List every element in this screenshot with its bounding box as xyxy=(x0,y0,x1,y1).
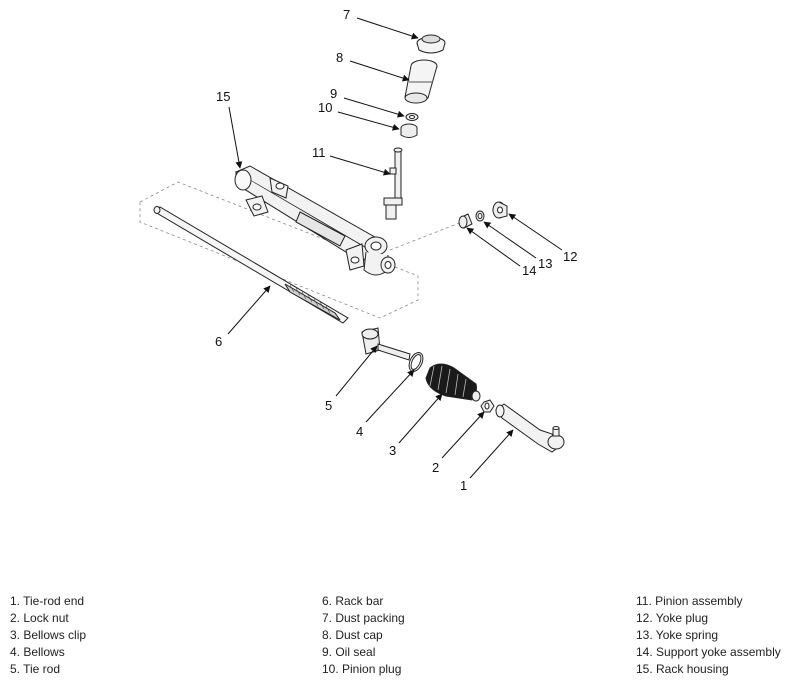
steering-gear-exploded-diagram: 7 8 9 10 11 15 6 5 4 3 2 1 12 13 14 xyxy=(139,7,577,493)
rack-housing-part xyxy=(234,165,396,276)
callout-9: 9 xyxy=(330,86,337,101)
pinion-assembly-part xyxy=(383,147,403,220)
lock-nut-part xyxy=(480,399,495,413)
rack-assembly-outline xyxy=(139,181,463,319)
pinion-plug-part xyxy=(400,123,418,138)
yoke-spring-part xyxy=(475,210,485,222)
callout-13: 13 xyxy=(538,256,552,271)
callout-7: 7 xyxy=(343,7,350,22)
legend-item: 14. Support yoke assembly xyxy=(636,645,781,659)
support-yoke-part xyxy=(458,213,473,229)
legend-column-2: 6. Rack bar 7. Dust packing 8. Dust cap … xyxy=(322,593,405,678)
dust-cap-part xyxy=(404,59,438,104)
rack-bar-part xyxy=(153,206,349,324)
legend-item: 4. Bellows xyxy=(10,645,65,659)
legend-item: 9. Oil seal xyxy=(322,645,376,659)
yoke-plug-part xyxy=(492,201,508,219)
legend-item: 3. Bellows clip xyxy=(10,628,87,642)
callout-8: 8 xyxy=(336,50,343,65)
callout-11: 11 xyxy=(312,145,326,160)
legend-item: 12. Yoke plug xyxy=(636,611,709,625)
legend-item: 8. Dust cap xyxy=(322,628,383,642)
legend-item: 2. Lock nut xyxy=(10,611,69,625)
legend-item: 7. Dust packing xyxy=(322,611,405,625)
callout-14: 14 xyxy=(522,263,536,278)
callout-leaders xyxy=(227,17,563,479)
callout-6: 6 xyxy=(215,334,222,349)
legend-item: 10. Pinion plug xyxy=(322,662,402,676)
legend-column-1: 1. Tie-rod end 2. Lock nut 3. Bellows cl… xyxy=(10,593,86,678)
legend-item: 11. Pinion assembly xyxy=(636,594,743,608)
oil-seal-part xyxy=(405,113,419,121)
callout-10: 10 xyxy=(318,100,332,115)
callout-15: 15 xyxy=(216,89,230,104)
legend-item: 13. Yoke spring xyxy=(636,628,719,642)
legend-item: 15. Rack housing xyxy=(636,662,729,676)
callout-12: 12 xyxy=(563,249,577,264)
tie-rod-end-part xyxy=(495,403,565,453)
legend-column-3: 11. Pinion assembly 12. Yoke plug 13. Yo… xyxy=(636,593,781,678)
callout-5: 5 xyxy=(325,398,332,413)
callout-2: 2 xyxy=(432,460,439,475)
legend-item: 6. Rack bar xyxy=(322,594,384,608)
dust-packing-part xyxy=(416,34,446,54)
callout-1: 1 xyxy=(460,478,467,493)
legend-item: 1. Tie-rod end xyxy=(10,594,85,608)
bellows-part xyxy=(425,363,481,402)
callout-3: 3 xyxy=(389,443,396,458)
callout-4: 4 xyxy=(356,424,363,439)
legend-item: 5. Tie rod xyxy=(10,662,61,676)
